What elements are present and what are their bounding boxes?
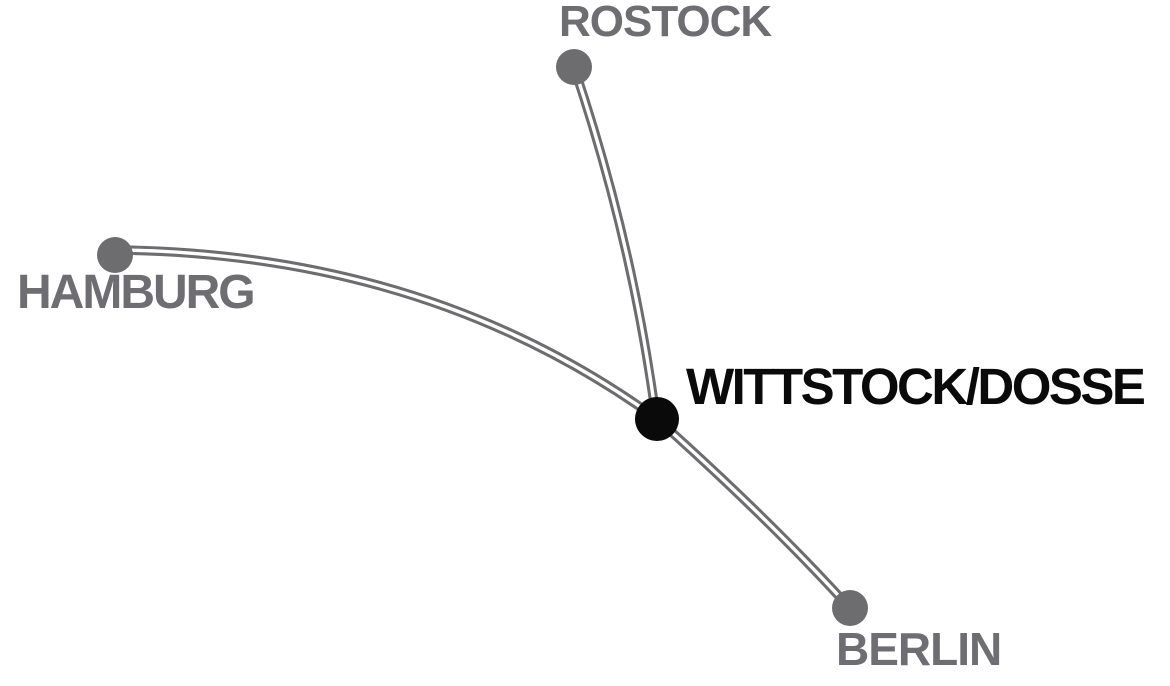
city-label-wittstock-dosse: WITTSTOCK/DOSSE — [686, 358, 1146, 415]
nodes — [97, 49, 868, 626]
edge-hamburg-wittstock-gap — [120, 248, 658, 420]
city-label-hamburg: HAMBURG — [17, 266, 256, 319]
edges — [117, 62, 853, 611]
edge-wittstock-berlin-gap — [654, 416, 850, 608]
node-hamburg — [97, 237, 133, 273]
node-berlin — [832, 590, 868, 626]
node-wittstock-dosse — [635, 397, 679, 441]
node-rostock — [556, 49, 592, 85]
edge-rostock-wittstock-gap — [572, 65, 658, 420]
city-label-berlin: BERLIN — [836, 623, 1002, 675]
edge-rostock-wittstock-track — [569, 62, 661, 423]
city-label-rostock: ROSTOCK — [559, 0, 772, 46]
